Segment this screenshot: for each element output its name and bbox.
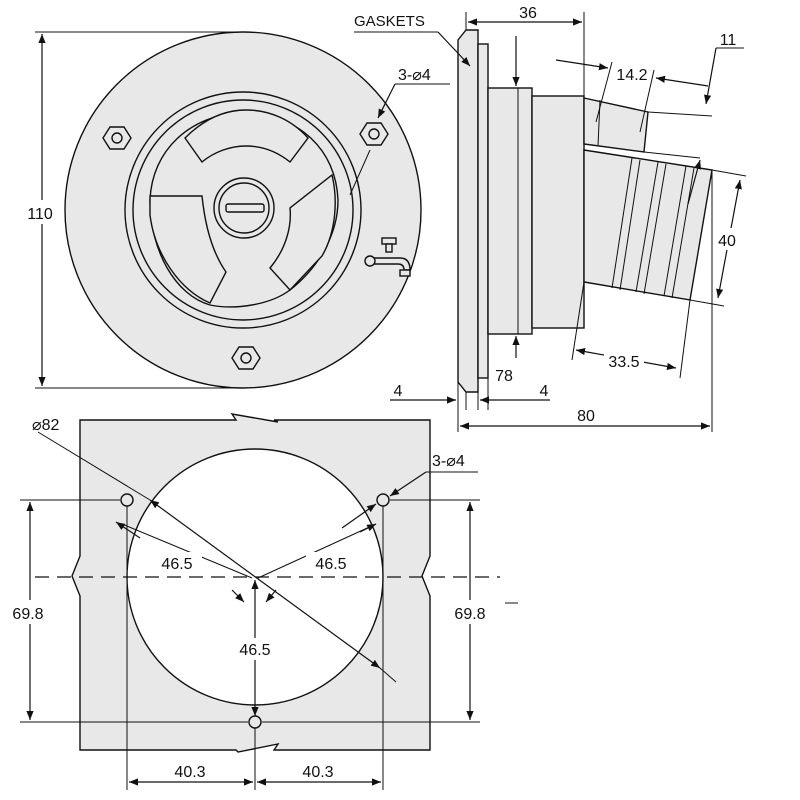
dim-4-left-text: 4 xyxy=(394,383,403,400)
dim-40-3-right-text: 40.3 xyxy=(302,764,333,781)
faucet-icon xyxy=(364,237,411,277)
gaskets-text: GASKETS xyxy=(354,13,425,30)
holes-callout-top: 3-⌀4 xyxy=(349,67,450,196)
dim-gaskets: 4 4 xyxy=(390,382,550,432)
dim-33-5-text: 33.5 xyxy=(608,354,639,371)
dim-40-text: 40 xyxy=(718,233,736,250)
dim-40-3-left-text: 40.3 xyxy=(174,764,205,781)
dim-half-widths: 40.3 40.3 xyxy=(126,506,384,790)
spoke-left xyxy=(149,195,227,304)
spoke-top xyxy=(184,109,309,164)
spoke-right xyxy=(269,173,336,292)
dim-78-text: 78 xyxy=(495,368,513,385)
dim-height-right: 69.8 xyxy=(262,499,494,723)
dim-82-text: ⌀82 xyxy=(32,417,60,434)
dim-4-right-text: 4 xyxy=(540,383,549,400)
front-view xyxy=(64,31,422,389)
dim-small-hose-len: 14.2 xyxy=(555,59,709,133)
dim-110-text: 110 xyxy=(27,206,53,223)
gasket xyxy=(477,43,489,379)
mount-hole-left xyxy=(120,493,134,507)
dim-cutout-diameter: ⌀82 xyxy=(32,417,397,683)
body-housing xyxy=(531,95,585,329)
screw-head-icon xyxy=(359,122,389,146)
mount-hole-bottom xyxy=(248,715,262,729)
dim-small-hose-dia: 11 xyxy=(643,32,744,205)
dim-11-text: 11 xyxy=(720,32,737,49)
dim-46-5-bottom-text: 46.5 xyxy=(239,642,270,659)
dim-depth: 36 xyxy=(465,5,585,96)
dim-46-5-left-text: 46.5 xyxy=(161,556,192,573)
dim-radii: 46.5 46.5 46.5 xyxy=(115,521,377,716)
key-slot xyxy=(225,203,265,213)
dim-height-left: 69.8 xyxy=(4,499,248,723)
holes-cutout-text: 3-⌀4 xyxy=(432,453,465,470)
dim-69-8-right-text: 69.8 xyxy=(454,606,485,623)
gaskets-callout: GASKETS xyxy=(354,13,471,67)
dim-36-text: 36 xyxy=(519,5,537,22)
holes-callout-cutout: 3-⌀4 xyxy=(341,453,478,529)
dim-flange-thk: 78 xyxy=(487,334,520,410)
dim-14-2-text: 14.2 xyxy=(616,67,647,84)
screw-head-icon xyxy=(102,126,132,150)
body-collar xyxy=(487,87,533,335)
dim-80-text: 80 xyxy=(577,408,595,425)
flange-plate xyxy=(457,29,479,393)
dim-46-5-right-text: 46.5 xyxy=(315,556,346,573)
dim-flange-height: 110 xyxy=(18,31,243,389)
dim-overall: 80 xyxy=(460,170,713,432)
side-view xyxy=(457,29,713,393)
small-hose-barb xyxy=(583,97,649,153)
mount-hole-right xyxy=(376,493,390,507)
screw-head-icon xyxy=(231,346,261,370)
dim-69-8-left-text: 69.8 xyxy=(12,606,43,623)
holes-top-text: 3-⌀4 xyxy=(398,67,431,84)
dim-large-hose-dia: 40 xyxy=(689,169,747,307)
dim-large-hose-len: 33.5 xyxy=(571,281,691,379)
